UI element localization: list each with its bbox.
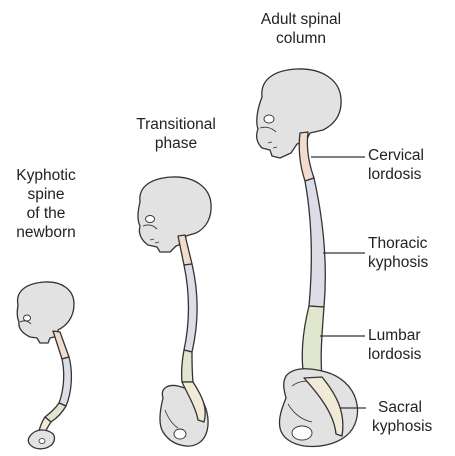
newborn-title-line-1: Kyphotic (0, 166, 92, 185)
newborn-title-line-4: newborn (0, 223, 92, 242)
thoracic-label-line-2: kyphosis (368, 253, 428, 272)
lumbar-label: Lumbar lordosis (368, 326, 421, 364)
newborn-title: Kyphotic spine of the newborn (0, 166, 92, 242)
sacral-label-line-1: Sacral (372, 398, 432, 417)
lumbar-label-line-2: lordosis (368, 345, 421, 364)
thoracic-label: Thoracic kyphosis (368, 234, 428, 272)
sacral-label-line-2: kyphosis (372, 417, 432, 436)
transitional-title: Transitional phase (118, 115, 234, 153)
transitional-title-line-1: Transitional (118, 115, 234, 134)
adult-title-line-2: column (246, 29, 356, 48)
newborn-title-line-2: spine (0, 185, 92, 204)
cervical-label-line-1: Cervical (368, 146, 424, 165)
thoracic-label-line-1: Thoracic (368, 234, 428, 253)
newborn-title-line-3: of the (0, 204, 92, 223)
sacral-label: Sacral kyphosis (372, 398, 432, 436)
transitional-thoracic-segment (184, 264, 197, 352)
newborn-thoracic-segment (59, 357, 71, 406)
newborn-skull (17, 282, 74, 343)
cervical-label: Cervical lordosis (368, 146, 424, 184)
newborn-figure (17, 282, 74, 449)
newborn-cervical-segment (53, 331, 69, 359)
lumbar-label-line-1: Lumbar (368, 326, 421, 345)
adult-title-line-1: Adult spinal (246, 10, 356, 29)
adult-thoracic-segment (305, 178, 325, 307)
transitional-skull (138, 177, 211, 252)
transitional-lumbar-segment (182, 350, 193, 382)
adult-figure (257, 69, 358, 447)
transitional-figure (138, 177, 211, 446)
adult-title: Adult spinal column (246, 10, 356, 48)
transitional-title-line-2: phase (118, 134, 234, 153)
adult-lumbar-segment (302, 306, 324, 378)
transitional-cervical-segment (178, 235, 192, 265)
cervical-label-line-2: lordosis (368, 165, 424, 184)
